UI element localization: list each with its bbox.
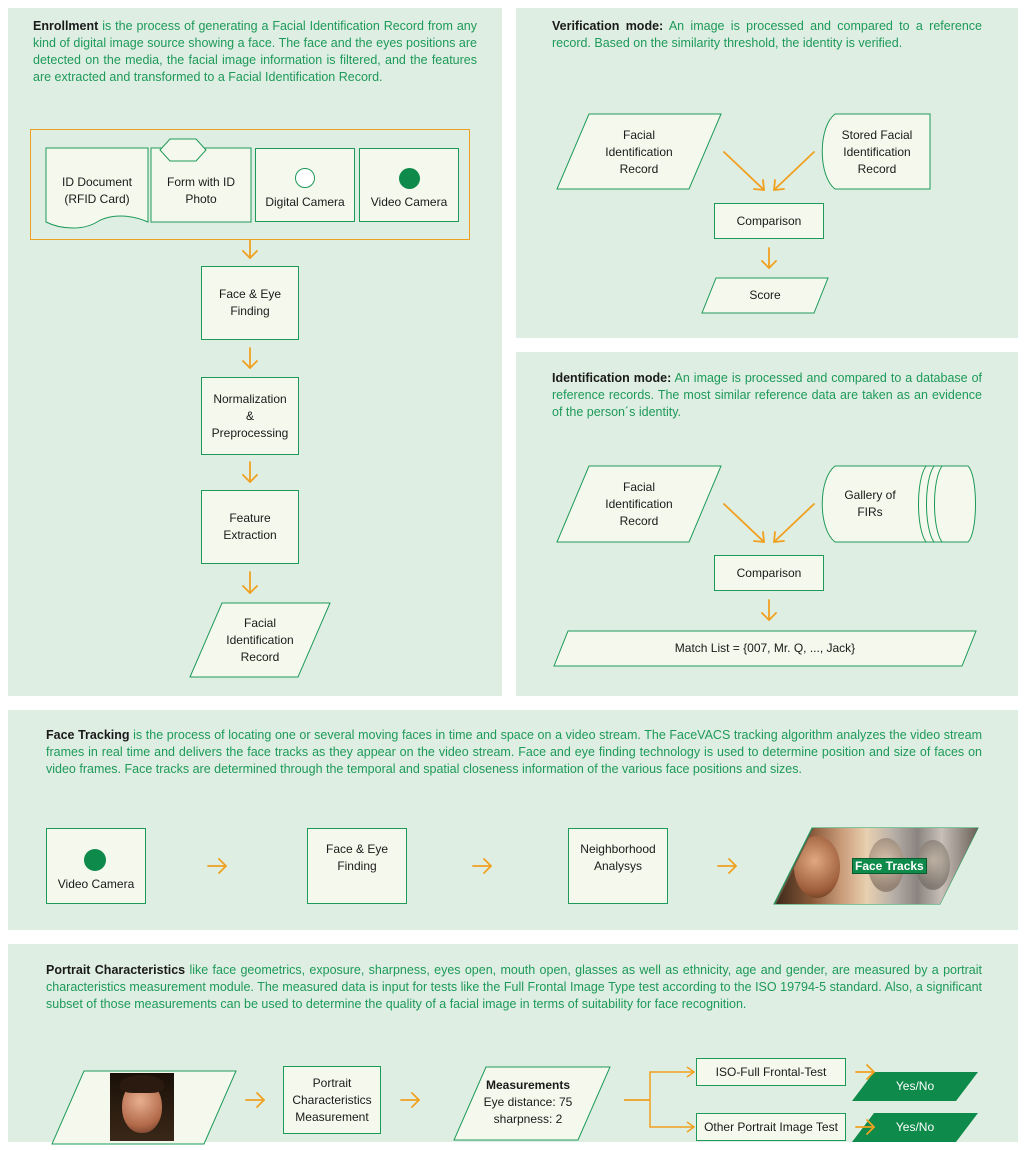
face-eye-finding-node: Face & Eye Finding (201, 266, 299, 340)
enrollment-record-label: Facial Identification Record (226, 615, 294, 664)
digital-camera-node: Digital Camera (255, 148, 355, 222)
identification-record-label: Facial Identification Record (605, 479, 673, 528)
portrait-measurement-node: Portrait Characteristics Measurement (283, 1066, 381, 1134)
face-tracks-label: Face Tracks (852, 858, 927, 874)
measurements-title: Measurements (485, 1077, 571, 1092)
result-label-1: Yes/No (895, 1079, 935, 1093)
identification-description: Identification mode: An image is process… (552, 370, 982, 421)
video-camera-label: Video Camera (370, 195, 448, 209)
portrait-title: Portrait Characteristics (46, 963, 186, 977)
enrollment-description: Enrollment is the process of generating … (33, 18, 477, 86)
identification-text: An image is processed and compared to a … (552, 371, 982, 419)
portrait-text: like face geometrics, exposure, sharpnes… (46, 963, 982, 1011)
verification-text: An image is processed and compared to a … (552, 19, 982, 50)
normalization-node: Normalization & Preprocessing (201, 377, 299, 455)
enrollment-title: Enrollment (33, 19, 99, 33)
stored-record-label: Stored Facial Identification Record (841, 127, 913, 176)
portrait-description: Portrait Characteristics like face geome… (46, 962, 982, 1013)
form-photo-label: Form with ID Photo (166, 175, 235, 206)
verification-comparison-node: Comparison (714, 203, 824, 239)
gallery-label: Gallery of FIRs (844, 488, 896, 519)
score-label: Score (749, 288, 781, 302)
enrollment-text: is the process of generating a Facial Id… (33, 19, 477, 84)
result-label-2: Yes/No (895, 1120, 935, 1134)
tracking-description: Face Tracking is the process of locating… (46, 727, 982, 778)
digital-camera-label: Digital Camera (265, 195, 345, 209)
neighborhood-label: Neighborhood Analysys (580, 842, 656, 873)
feature-extraction-node: Feature Extraction (201, 490, 299, 564)
tracking-text: is the process of locating one or severa… (46, 728, 982, 776)
id-document-label: ID Document (RFID Card) (61, 175, 133, 206)
enrollment-panel (8, 8, 502, 696)
tracking-title: Face Tracking (46, 728, 130, 742)
neighborhood-node: Neighborhood Analysys (568, 828, 668, 904)
sharpness-value: sharpness: 2 (493, 1111, 563, 1126)
digital-camera-icon (295, 168, 315, 188)
measurements-label: Measurements Eye distance: 75 sharpness:… (462, 1072, 594, 1132)
tracking-face-eye-node: Face & Eye Finding (307, 828, 407, 904)
tracking-face-eye-label: Face & Eye Finding (325, 842, 389, 873)
match-list-label: Match List = {007, Mr. Q, ..., Jack} (674, 641, 856, 655)
identification-comparison-node: Comparison (714, 555, 824, 591)
verification-description: Verification mode: An image is processed… (552, 18, 982, 52)
verification-title: Verification mode: (552, 19, 664, 33)
eye-distance-value: Eye distance: 75 (483, 1094, 573, 1109)
other-test-node: Other Portrait Image Test (696, 1113, 846, 1141)
video-camera-icon (399, 168, 420, 189)
tracking-video-camera-icon (84, 849, 106, 871)
tracking-video-camera-label: Video Camera (57, 877, 135, 891)
verification-record-label: Facial Identification Record (605, 127, 673, 176)
portrait-photo (110, 1073, 174, 1141)
identification-title: Identification mode: (552, 371, 672, 385)
iso-test-node: ISO-Full Frontal-Test (696, 1058, 846, 1086)
portrait-hair (120, 1075, 164, 1093)
